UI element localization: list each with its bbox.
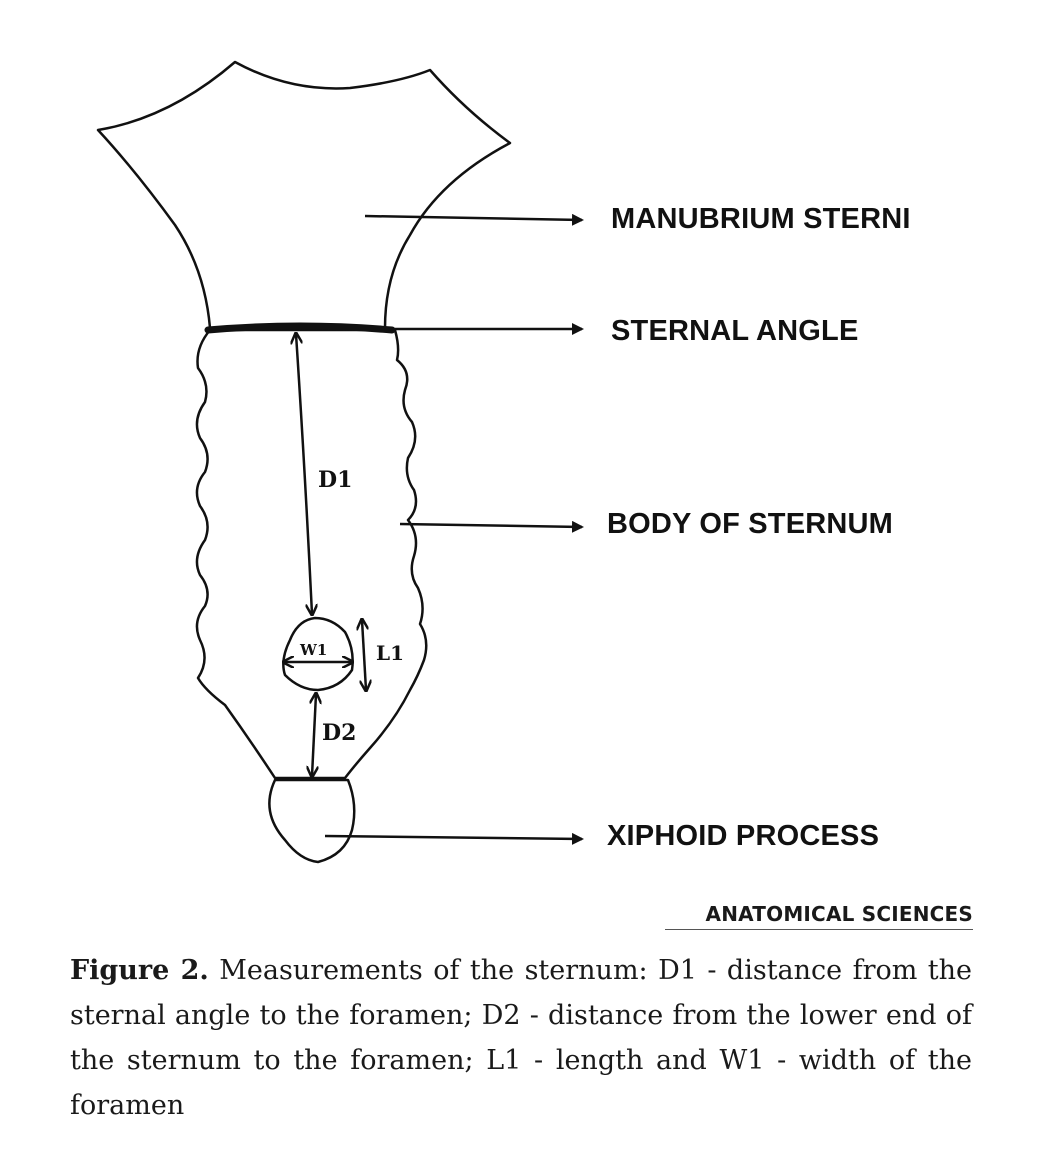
sternal-angle-label: STERNAL ANGLE: [611, 315, 859, 347]
l1-dimension-arrow: [362, 620, 366, 690]
xiphoid-pointer-arrow: [324, 832, 584, 845]
figure-caption: Figure 2. Measurements of the sternum: D…: [70, 948, 972, 1128]
manubrium-outline: [96, 60, 512, 330]
caption-title: Figure 2.: [70, 955, 209, 986]
d1-label: D1: [318, 467, 352, 493]
sternum-body-outline: [195, 328, 428, 780]
sternum-body-label: BODY OF STERNUM: [607, 508, 894, 540]
brand-divider: [665, 929, 973, 930]
sternum-diagram: D1 W1 L1 D2: [96, 60, 584, 864]
w1-label: W1: [299, 641, 327, 659]
xiphoid-outline: [268, 778, 356, 864]
manubrium-pointer-arrow: [364, 213, 584, 226]
manubrium-label: MANUBRIUM STERNI: [611, 203, 911, 235]
d1-dimension-arrow: [296, 334, 312, 614]
caption-text: Measurements of the sternum: D1 - distan…: [70, 955, 972, 1121]
xiphoid-label: XIPHOID PROCESS: [607, 820, 880, 852]
sternal-angle-line: [204, 322, 396, 334]
l1-label: L1: [376, 641, 404, 665]
body-pointer-arrow: [399, 520, 584, 533]
sternal-foramen: [282, 616, 354, 692]
d2-dimension-arrow: [312, 694, 316, 776]
journal-brand: ANATOMICAL SCIENCES: [705, 902, 973, 926]
d2-label: D2: [322, 720, 356, 746]
